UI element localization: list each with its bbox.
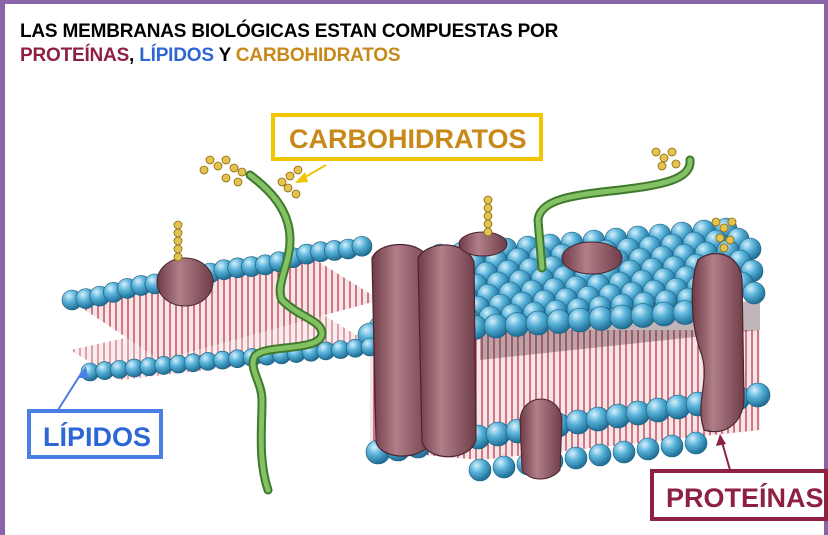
sugar-bead — [292, 190, 300, 198]
lipid-head — [505, 313, 529, 337]
sugar-bead — [222, 156, 230, 164]
sugar-bead — [484, 212, 492, 220]
sugar-bead — [174, 229, 182, 237]
lipid-head — [610, 305, 634, 329]
sugar-bead — [720, 244, 728, 252]
sugar-bead — [720, 224, 728, 232]
sugar-bead — [174, 253, 182, 261]
lipid-head — [565, 447, 587, 469]
sugar-bead — [222, 174, 230, 182]
sugar-bead — [206, 156, 214, 164]
sugar-bead — [200, 166, 208, 174]
protein-inner-bottom — [520, 399, 562, 479]
sugar-bead — [484, 196, 492, 204]
sugar-bead — [652, 148, 660, 156]
sugar-bead — [286, 172, 294, 180]
lipid-head — [685, 432, 707, 454]
lipid-head — [589, 307, 613, 331]
label-proteinas: PROTEÍNAS — [650, 469, 828, 521]
lipid-head — [746, 383, 770, 407]
lipid-head — [493, 456, 515, 478]
lipid-head — [469, 459, 491, 481]
arrow-lipidos — [58, 366, 88, 410]
sugar-bead — [726, 236, 734, 244]
lipid-head — [613, 441, 635, 463]
sugar-bead — [174, 245, 182, 253]
protein-channel-center — [372, 245, 476, 457]
sugar-bead — [278, 178, 286, 186]
lipid-head — [547, 310, 571, 334]
sugar-bead — [658, 162, 666, 170]
lipid-head — [637, 438, 659, 460]
sugar-bead — [660, 154, 668, 162]
sugar-bead — [672, 160, 680, 168]
sugar-bead — [174, 237, 182, 245]
label-lipidos: LÍPIDOS — [27, 409, 163, 459]
sugar-bead — [728, 218, 736, 226]
lipid-head — [661, 435, 683, 457]
lipid-head — [484, 314, 508, 338]
lipid-head — [526, 311, 550, 335]
sugar-bead — [484, 228, 492, 236]
label-carbohidratos: CARBOHIDRATOS — [271, 113, 543, 161]
sugar-bead — [234, 178, 242, 186]
lipid-head — [589, 444, 611, 466]
lipid-head — [743, 282, 765, 304]
sugar-bead — [214, 162, 222, 170]
lipid-head — [652, 302, 676, 326]
sugar-bead — [284, 184, 292, 192]
arrow-proteinas — [716, 434, 730, 470]
sugar-bead — [484, 220, 492, 228]
sugar-bead — [174, 221, 182, 229]
sugar-bead — [484, 204, 492, 212]
lipid-head — [568, 308, 592, 332]
sugar-bead — [238, 168, 246, 176]
sugar-bead — [712, 218, 720, 226]
sugar-bead — [294, 166, 302, 174]
lipid-head — [631, 304, 655, 328]
sugar-bead — [716, 234, 724, 242]
lipid-head — [352, 236, 372, 256]
protein-left-small — [157, 258, 213, 306]
sugar-bead — [668, 148, 676, 156]
sugar-bead — [230, 164, 238, 172]
